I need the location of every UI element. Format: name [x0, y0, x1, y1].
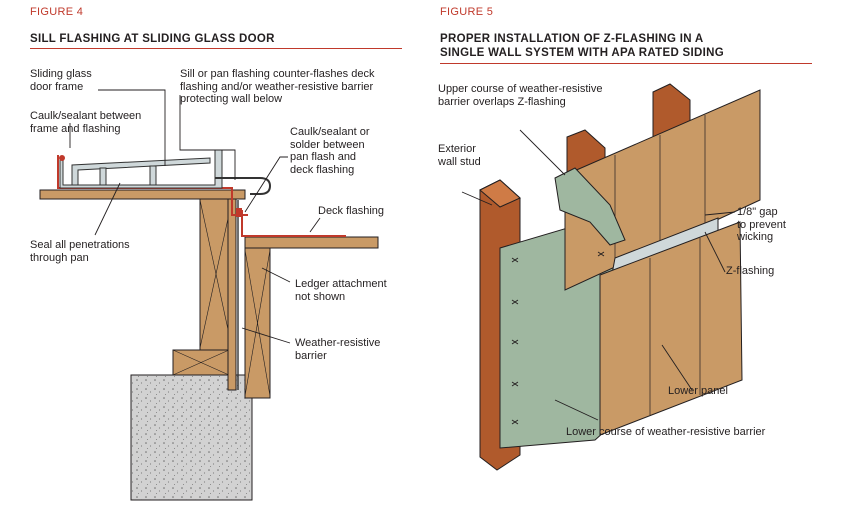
solder-joint	[236, 208, 242, 217]
wall-sheathing	[227, 197, 237, 391]
callout-wrb: Weather-resistive barrier	[295, 337, 381, 362]
callout-z-flashing: Z-flashing	[726, 265, 775, 277]
figure-4-title: SILL FLASHING AT SLIDING GLASS DOOR	[30, 33, 275, 45]
lower-panel	[599, 221, 743, 436]
callout-door-frame: Sliding glass door frame	[30, 68, 92, 93]
figure-5-title-line-1: PROPER INSTALLATION OF Z-FLASHING IN A	[440, 33, 704, 45]
callout-upper-wrb: Upper course of weather-resistive barrie…	[438, 83, 603, 108]
callout-deck-flashing: Deck flashing	[318, 205, 385, 217]
callout-ledger: Ledger attachment not shown	[295, 278, 387, 303]
figure-4-label: FIGURE 4	[30, 6, 84, 18]
callout-wall-stud: Exterior wall stud	[438, 143, 481, 168]
callout-seal-penetrations: Seal all penetrations through pan	[30, 239, 130, 264]
callout-lower-panel: Lower panel	[668, 385, 728, 397]
figure-5-title-line-2: SINGLE WALL SYSTEM WITH APA RATED SIDING	[440, 47, 724, 59]
figure-4-rule	[30, 48, 402, 49]
subfloor	[39, 189, 246, 200]
caulk-dot	[59, 155, 65, 161]
callout-gap: 1/8" gap to prevent wicking	[737, 206, 786, 243]
upper-wrb	[554, 167, 626, 246]
figure-4-drawing	[39, 149, 379, 501]
callout-sill-pan-flashing: Sill or pan flashing counter-flashes dec…	[180, 68, 375, 105]
figure-5-leaders	[461, 129, 736, 421]
figure-5-rule	[440, 63, 812, 64]
callout-lower-wrb: Lower course of weather-resistive barrie…	[566, 426, 766, 438]
figure-5-label: FIGURE 5	[440, 6, 494, 18]
concrete-foundation	[130, 374, 253, 501]
callout-caulk-solder: Caulk/sealant or solder between pan flas…	[290, 126, 370, 176]
nails	[511, 251, 605, 425]
figure-4-leaders	[69, 89, 321, 344]
deck-board	[244, 236, 379, 249]
figure-5-drawing	[479, 83, 761, 471]
callout-caulk-frame: Caulk/sealant between frame and flashing	[30, 110, 142, 135]
deck-flashing	[241, 210, 346, 237]
